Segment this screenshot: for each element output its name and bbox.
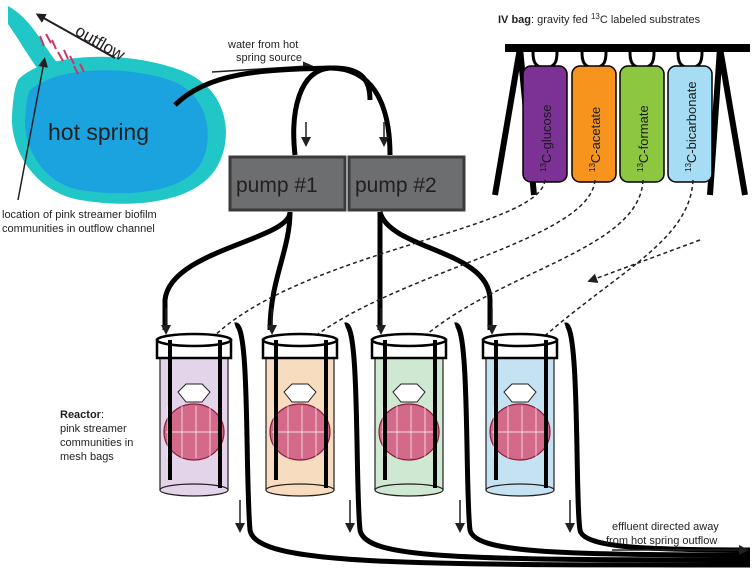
iv-bag-body bbox=[667, 65, 713, 183]
hot-spring-label: hot spring bbox=[48, 119, 149, 145]
pump-1: pump #1 bbox=[228, 155, 347, 212]
bicarbonate-feed-arrow bbox=[587, 239, 701, 283]
water-source-line1: water from hot bbox=[227, 39, 298, 51]
effluent-line2: from hot spring outflow bbox=[606, 535, 717, 547]
stand-crossbar bbox=[505, 44, 750, 52]
pump-2: pump #2 bbox=[347, 155, 466, 212]
reactor-desc-line2: communities in bbox=[60, 437, 133, 449]
reactor-1 bbox=[155, 308, 233, 497]
iv-bag-cformate: 13C-formate bbox=[619, 51, 665, 183]
iv-bag-body bbox=[619, 65, 665, 183]
biofilm-note-line1: location of pink streamer biofilm bbox=[2, 209, 157, 221]
iv-feed-lines bbox=[209, 179, 694, 341]
iv-bags: 13C-glucose 13C-acetate 13C-formate 13C-bic… bbox=[522, 51, 713, 183]
effluent-arrows bbox=[235, 500, 575, 533]
reactors bbox=[155, 308, 559, 497]
mesh-bag-top bbox=[283, 383, 317, 403]
stand-right-leg bbox=[707, 47, 748, 196]
reactor-title: Reactor: bbox=[60, 409, 104, 421]
outflow-arrow bbox=[35, 13, 116, 59]
iv-bag-stand: IV bag: gravity fed 13C labeled substrat… bbox=[492, 12, 750, 196]
reactor-4 bbox=[481, 308, 559, 497]
biofilm-note-line2: communities in outflow channel bbox=[2, 223, 155, 235]
pump-1-label: pump #1 bbox=[236, 174, 318, 197]
mesh-bag-top bbox=[177, 383, 211, 403]
effluent-tubes bbox=[234, 322, 751, 568]
iv-bag-label: 13C-bicarbonate bbox=[684, 81, 699, 172]
split-tube-left bbox=[291, 65, 331, 156]
water-source: water from hot spring source bbox=[173, 39, 393, 156]
pumps: pump #1 pump #2 bbox=[228, 155, 466, 212]
reactor-desc-line3: mesh bags bbox=[60, 451, 114, 463]
iv-bag-cbicarbonate: 13C-bicarbonate bbox=[667, 51, 713, 183]
iv-bag-cacetate: 13C-acetate bbox=[571, 51, 617, 183]
hot-spring: outflow hot spring location of pink stre… bbox=[2, 6, 226, 235]
iv-bag-body bbox=[571, 65, 617, 183]
reactor-label: Reactor: pink streamer communities in me… bbox=[60, 409, 133, 463]
split-tube-right bbox=[329, 65, 393, 156]
water-source-line2: spring source bbox=[236, 52, 302, 64]
biofilm-pointer-arrow bbox=[17, 57, 48, 201]
iv-bag-label: 13C-glucose bbox=[539, 105, 554, 172]
iv-bag-cglucose: 13C-glucose bbox=[522, 51, 568, 183]
reactor-desc-line1: pink streamer bbox=[60, 423, 127, 435]
reactor-2 bbox=[261, 308, 339, 497]
mesh-bag-top bbox=[392, 383, 426, 403]
pump-2-label: pump #2 bbox=[355, 174, 437, 197]
reactor-3 bbox=[370, 308, 448, 497]
spring-pool-inner bbox=[24, 70, 208, 194]
mesh-bag-top bbox=[503, 383, 537, 403]
iv-bag-title: IV bag: gravity fed 13C labeled substrat… bbox=[498, 12, 701, 26]
effluent-line1: effluent directed away bbox=[612, 521, 719, 533]
biofilm-streamers bbox=[39, 33, 85, 75]
pump-outlet-tubes bbox=[162, 211, 493, 331]
iv-bag-label: 13C-formate bbox=[636, 105, 651, 172]
iv-bag-label: 13C-acetate bbox=[588, 107, 603, 172]
